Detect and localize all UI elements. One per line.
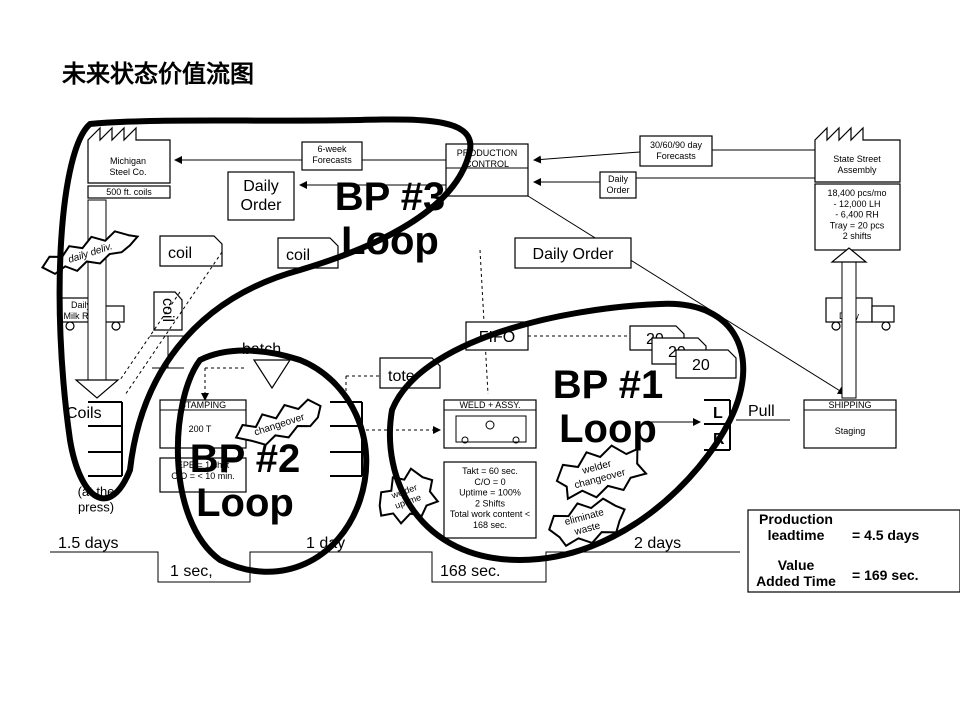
page-title: 未来状态价值流图: [62, 60, 254, 88]
timeline-value-2: 168 sec.: [440, 563, 500, 580]
timeline-value-1: 1 sec,: [170, 563, 213, 580]
shipping-process: SHIPPING Staging: [803, 399, 897, 449]
lead-time-value: = 4.5 days: [852, 527, 920, 543]
timeline: 1.5 days 1 day 2 days 1 sec, 168 sec.: [50, 535, 740, 583]
customer-truck: 1xDaily: [825, 297, 895, 331]
kaizen-eliminate-waste: eliminatewaste: [548, 497, 626, 548]
svg-text:WELD + ASSY.: WELD + ASSY.: [459, 400, 520, 410]
supplier-lot-size: 500 ft. coils: [106, 187, 152, 197]
svg-text:coil: coil: [286, 247, 310, 264]
coil-kanban-post: coil: [150, 291, 186, 369]
svg-text:coil: coil: [168, 245, 192, 262]
svg-text:Daily Order: Daily Order: [533, 246, 615, 263]
svg-text:L: L: [713, 405, 723, 422]
kaizen-changeover: changeover: [234, 398, 322, 446]
timeline-lead-1: 1.5 days: [58, 535, 118, 552]
svg-text:Pull: Pull: [748, 403, 775, 420]
coil-kanban-1: coil: [159, 235, 223, 267]
bp2-loop-outline: [174, 347, 370, 575]
shipping-to-customer-arrow: [830, 247, 868, 399]
svg-text:SHIPPING: SHIPPING: [828, 400, 871, 410]
value-added-value: = 169 sec.: [852, 567, 919, 583]
bp3-loop-outline: [56, 116, 474, 502]
schedule-to-shipping-arrow: [527, 195, 846, 395]
timeline-lead-3: 2 days: [634, 535, 681, 552]
kanban-cards: 20 20 20: [629, 325, 737, 379]
forecast-from-customer-arrow: [533, 151, 641, 164]
svg-text:STAMPING: STAMPING: [180, 400, 226, 410]
timeline-lead-2: 1 day: [306, 535, 345, 552]
daily-order-main-note: Daily Order: [514, 237, 632, 269]
bp1-loop-outline: [386, 300, 747, 564]
svg-text:20: 20: [692, 357, 710, 374]
kaizen-welder-changeover: welderchangeover: [555, 444, 648, 501]
svg-text:200 T: 200 T: [189, 424, 212, 434]
svg-text:Coils: Coils: [66, 405, 102, 422]
svg-text:Staging: Staging: [835, 426, 866, 436]
